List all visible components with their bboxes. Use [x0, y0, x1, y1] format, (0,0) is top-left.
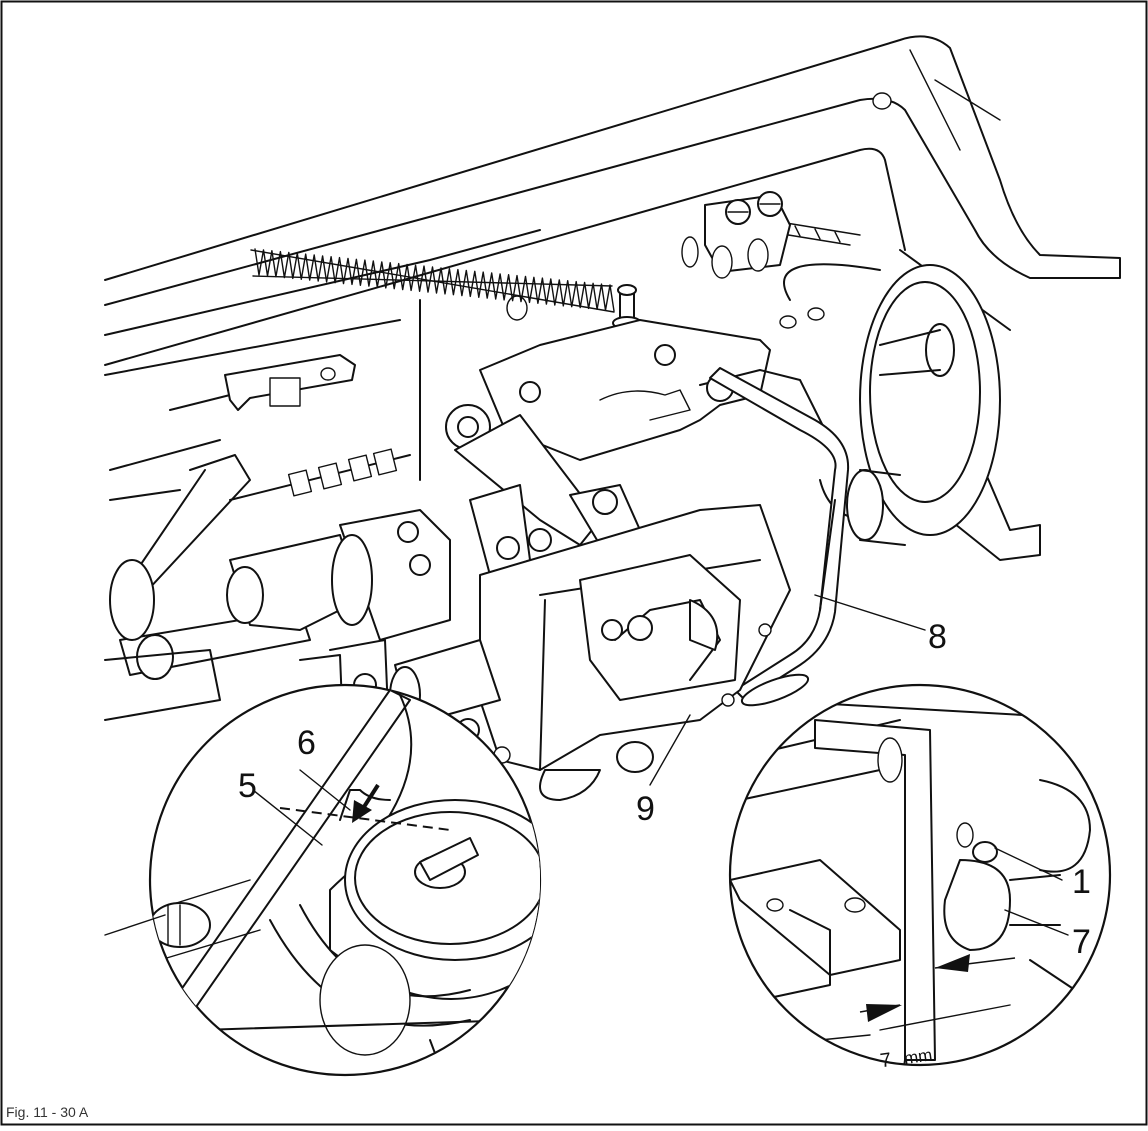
leader-8: [814, 594, 926, 631]
callout-8: 8: [928, 618, 947, 656]
callout-9: 9: [636, 790, 655, 828]
left-frame: [104, 295, 528, 501]
base-plate: [104, 35, 1121, 561]
arrow-icon: [360, 783, 380, 812]
callout-5: 5: [238, 767, 257, 805]
leader-9: [649, 714, 691, 786]
top-clamp: [681, 191, 791, 279]
spring-nut-3: [372, 448, 398, 476]
pulley: [769, 221, 1001, 536]
tension-spring: [229, 248, 615, 501]
spring-edge-1: [252, 275, 613, 287]
callout-7: 7: [1072, 923, 1091, 961]
bracket-8: [709, 367, 850, 701]
spring-nut-1: [317, 462, 343, 490]
coupling-right: [819, 469, 906, 611]
detail-circle-left: [104, 683, 542, 1077]
reference-line: [279, 807, 451, 831]
spring-nut-0: [287, 469, 313, 497]
dim-arrow-right-icon: [935, 954, 970, 972]
detail-circle-right: [728, 683, 1112, 1067]
figure-caption: Fig. 11 - 30 A: [6, 1104, 89, 1120]
dimension-unit: mm: [903, 1045, 934, 1068]
arrow-head-icon: [352, 800, 372, 823]
spring-coil: [254, 248, 615, 312]
dimension-label: 7 mm: [879, 1045, 934, 1072]
dimension-value: 7: [879, 1049, 893, 1072]
spring-nut-2: [347, 454, 373, 482]
rocker-arm: [445, 404, 641, 576]
callout-1: 1: [1072, 863, 1091, 901]
machine-assembly: [104, 35, 1121, 801]
hook-block: [479, 504, 810, 801]
callout-6: 6: [297, 724, 316, 762]
dim-arrow-left-icon: [866, 1004, 902, 1022]
